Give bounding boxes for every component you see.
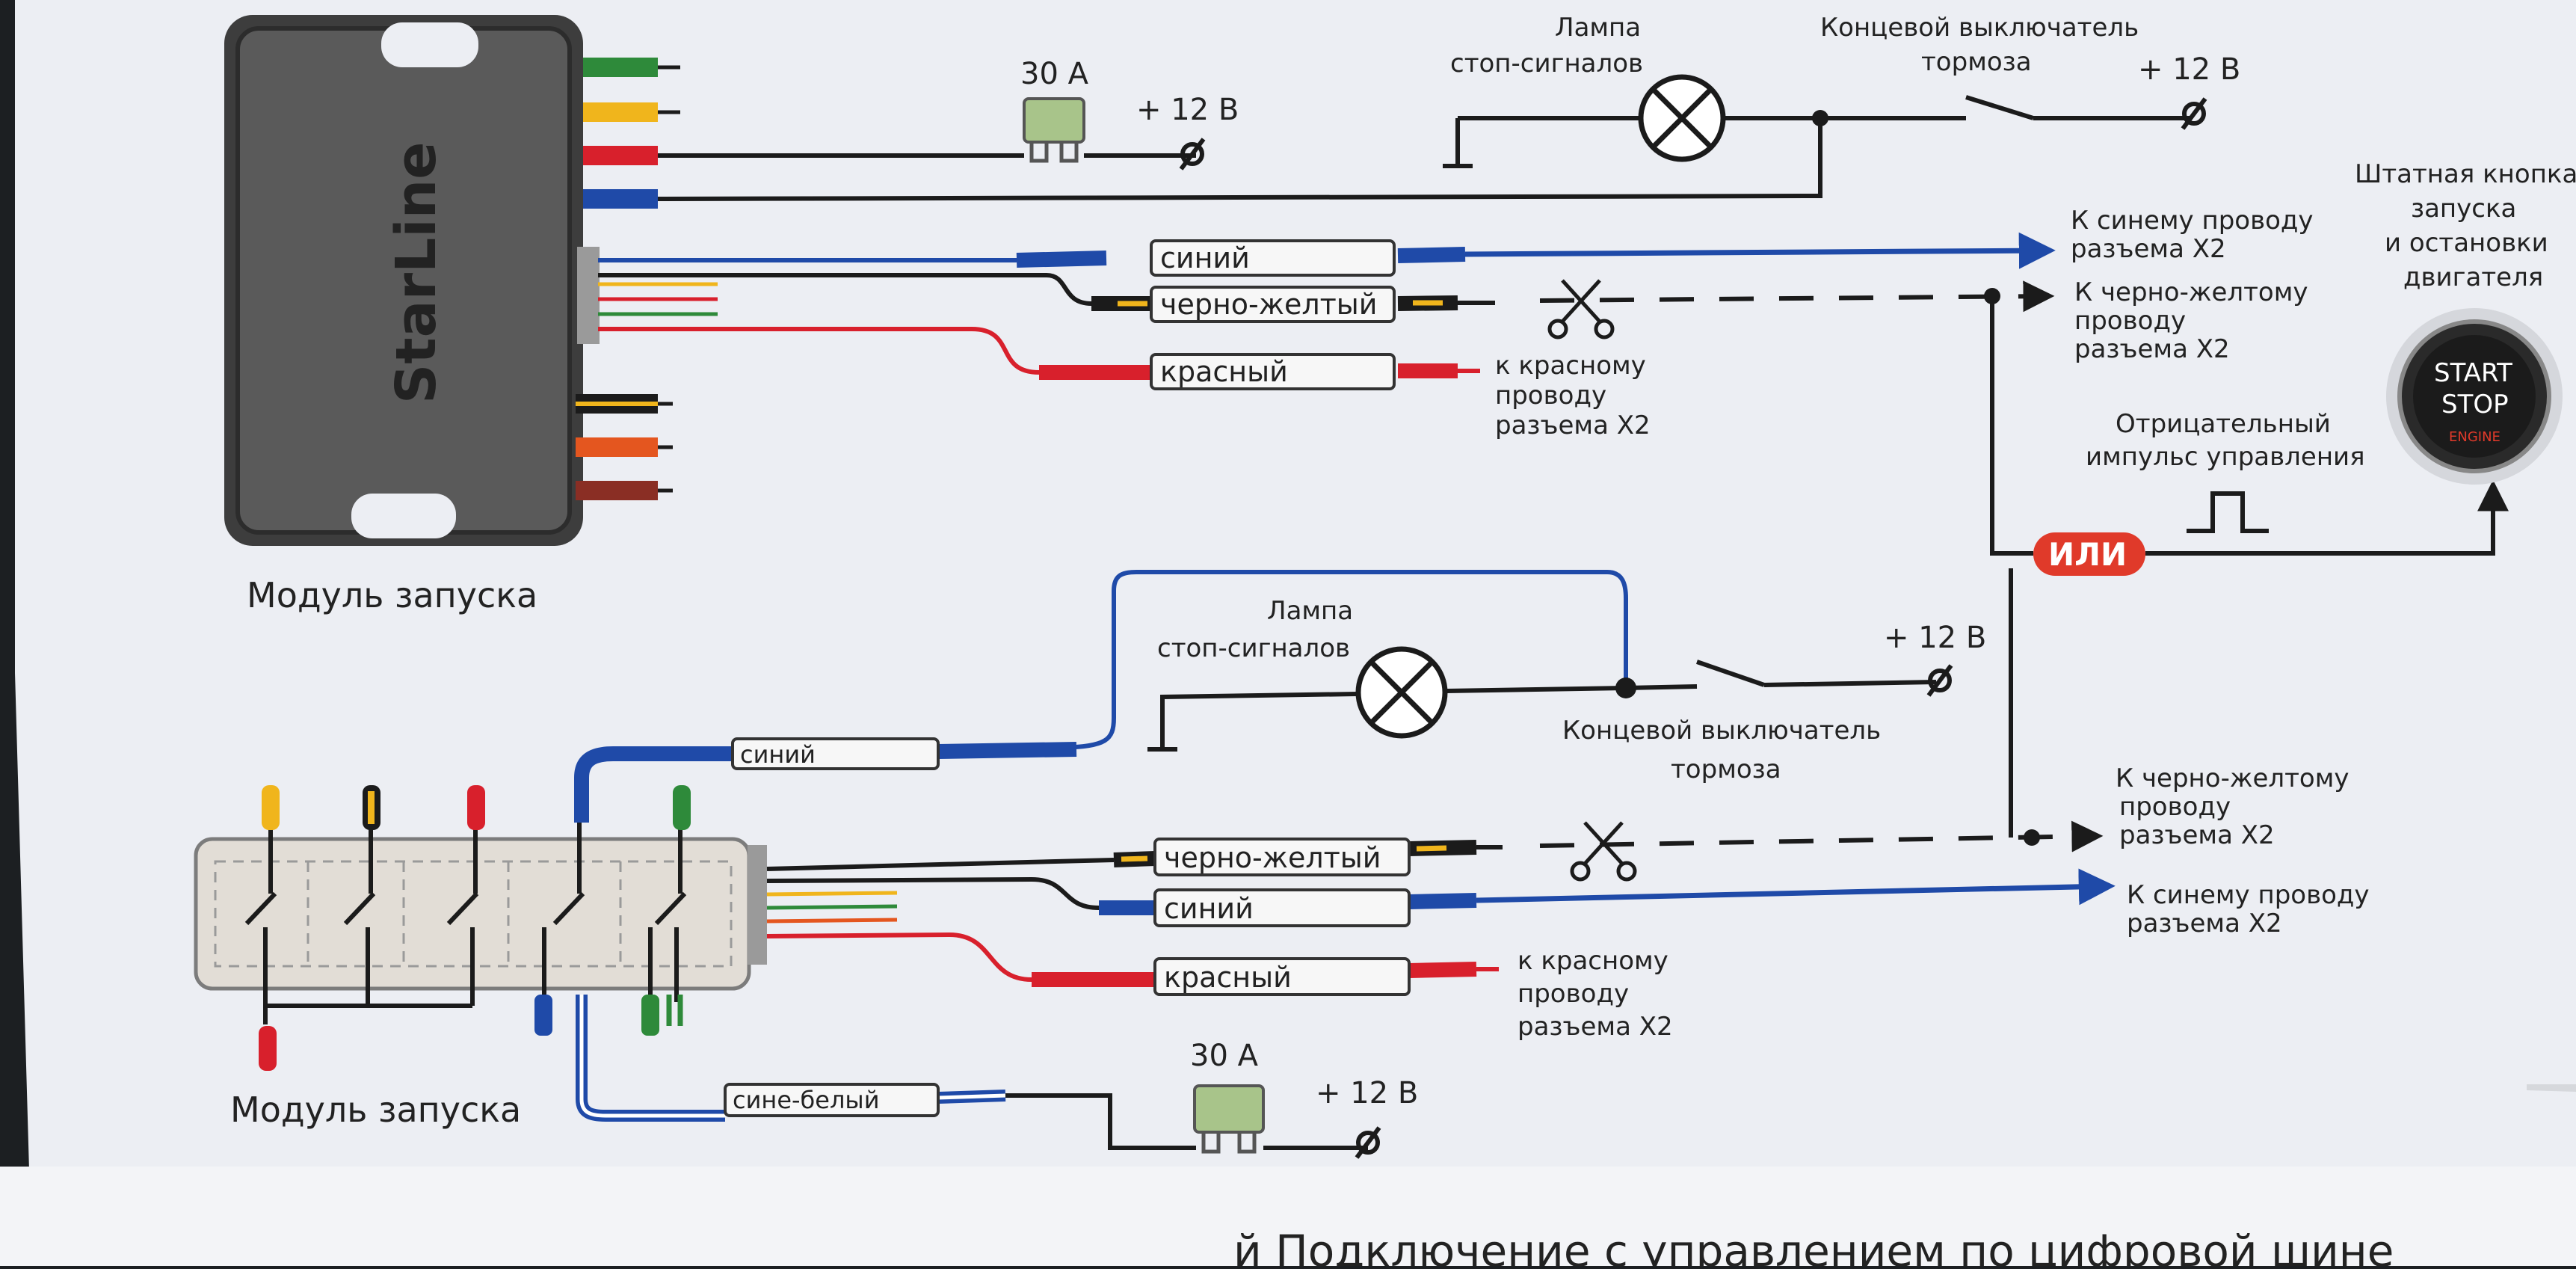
to-red-top-1: к красному bbox=[1495, 351, 1646, 381]
harness-top bbox=[598, 232, 2056, 380]
fuse-label-top: 30 A bbox=[1020, 57, 1089, 91]
button-engine-text: ENGINE bbox=[2449, 429, 2500, 445]
fuse-label-bottom: 30 A bbox=[1190, 1039, 1259, 1073]
fuse-30a-top bbox=[1023, 97, 1085, 144]
footer-caption: й Подключение с управлением по цифровой … bbox=[1233, 1226, 2394, 1266]
connector-top bbox=[577, 247, 718, 344]
relay-module-bottom bbox=[194, 837, 767, 991]
wire-label-blue-top: синий bbox=[1160, 242, 1250, 274]
to-by-top-1: К черно-желтому bbox=[2074, 277, 2308, 307]
button-stop-text: STOP bbox=[2441, 390, 2509, 420]
to-red-bottom-2: проводу bbox=[1517, 979, 1629, 1009]
power-wire-top: 30 A + 12 В bbox=[658, 57, 1239, 170]
button-label-4: двигателя bbox=[2403, 262, 2543, 292]
right-bus bbox=[1990, 296, 2509, 838]
switch-label-bottom-1: Концевой выключатель bbox=[1562, 716, 1881, 746]
to-by-bottom-2: проводу bbox=[2119, 792, 2231, 822]
button-start-text: START bbox=[2434, 358, 2512, 388]
brake-lamp-top bbox=[1638, 74, 1726, 162]
wire-label-blue-bottom-top: синий bbox=[740, 740, 816, 769]
to-blue-top-1: К синему проводу bbox=[2071, 206, 2314, 236]
scissors-icon-bottom bbox=[1570, 821, 1637, 882]
bluewhite-wire-bottom bbox=[576, 995, 1368, 1150]
switch-label-top-2: тормоза bbox=[1921, 47, 2032, 77]
scissors-icon-top bbox=[1547, 279, 1615, 339]
module-label-bottom: Модуль запуска bbox=[230, 1090, 521, 1130]
wire-label-blackyellow-top: черно-желтый bbox=[1160, 288, 1378, 321]
brake-circuit-bottom bbox=[1147, 660, 1937, 752]
button-label-3: и остановки bbox=[2385, 228, 2548, 258]
supply-label-fuse-top: + 12 В bbox=[1136, 93, 1239, 127]
ground-symbol-switch-top bbox=[2181, 97, 2207, 130]
or-badge: ИЛИ bbox=[2033, 532, 2145, 576]
brake-wire-top bbox=[657, 95, 2190, 201]
to-blue-bottom-1: К синему проводу bbox=[2127, 880, 2370, 910]
junction-dot-right-bottom bbox=[2024, 829, 2040, 846]
button-label-2: запуска bbox=[2411, 194, 2516, 224]
switch-label-top-1: Концевой выключатель bbox=[1820, 13, 2139, 43]
relay-pins-bottom bbox=[259, 785, 691, 1071]
ground-symbol-switch-bottom bbox=[1926, 664, 1953, 697]
lamp-label-bottom-2: стоп-сигналов bbox=[1157, 633, 1350, 663]
brake-lamp-bottom bbox=[1355, 646, 1448, 739]
harness-bottom bbox=[766, 820, 2116, 987]
wire-label-bluewhite: сине-белый bbox=[733, 1086, 879, 1114]
wire-label-red-top: красный bbox=[1160, 355, 1288, 388]
wire-label-blue-bottom: синий bbox=[1164, 892, 1254, 925]
brand-logo: StarLine bbox=[384, 142, 449, 405]
ground-symbol-fuse-top bbox=[1179, 138, 1206, 170]
junction-dot-bottom-switch bbox=[1615, 677, 1636, 698]
pin-stubs-top bbox=[658, 65, 680, 493]
to-by-top-2: проводу bbox=[2074, 306, 2186, 336]
to-blue-top-2: разъема X2 bbox=[2071, 234, 2226, 264]
wire-label-boxes-top bbox=[1150, 239, 1396, 390]
supply-label-switch-top: + 12 В bbox=[2138, 52, 2240, 87]
to-red-top-2: проводу bbox=[1495, 381, 1606, 411]
lamp-label-top-1: Лампа bbox=[1555, 13, 1641, 43]
blue-loop-bottom bbox=[574, 570, 1628, 823]
module-pins-top bbox=[576, 58, 658, 500]
to-red-bottom-3: разъема X2 bbox=[1517, 1012, 1673, 1042]
to-by-bottom-1: К черно-желтому bbox=[2116, 763, 2349, 793]
wire-label-box-bluewhite bbox=[724, 1083, 940, 1117]
pulse-label-2: импульс управления bbox=[2086, 442, 2365, 472]
to-by-bottom-3: разъема X2 bbox=[2119, 820, 2275, 850]
ground-symbol-fuse-bottom bbox=[1355, 1126, 1381, 1159]
supply-label-switch-bottom: + 12 В bbox=[1884, 621, 1986, 655]
button-label-1: Штатная кнопка bbox=[2355, 159, 2576, 189]
to-red-bottom-1: к красному bbox=[1517, 946, 1668, 976]
module-label-top: Модуль запуска bbox=[247, 575, 537, 615]
start-stop-button-icon: START STOP ENGINE bbox=[2386, 308, 2563, 485]
to-by-top-3: разъема X2 bbox=[2074, 334, 2230, 364]
wire-label-boxes-bottom bbox=[1153, 838, 1411, 996]
fuse-30a-bottom bbox=[1193, 1084, 1265, 1134]
junction-dot-top bbox=[1812, 110, 1828, 126]
wire-label-box-blue-bottom-top bbox=[731, 737, 940, 770]
wire-label-red-bottom: красный bbox=[1164, 961, 1292, 994]
to-blue-bottom-2: разъема X2 bbox=[2127, 909, 2282, 938]
supply-label-fuse-bottom: + 12 В bbox=[1316, 1076, 1418, 1110]
starline-module-top: StarLine bbox=[224, 15, 583, 546]
wire-label-blackyellow-bottom: черно-желтый bbox=[1164, 841, 1381, 874]
junction-dot-right-top bbox=[1984, 288, 2000, 304]
to-red-top-3: разъема X2 bbox=[1495, 411, 1651, 440]
svg-text:ИЛИ: ИЛИ bbox=[2048, 536, 2127, 573]
lamp-label-top-2: стоп-сигналов bbox=[1450, 49, 1643, 79]
lamp-label-bottom-1: Лампа bbox=[1267, 596, 1353, 626]
switch-label-bottom-2: тормоза bbox=[1671, 755, 1781, 784]
pulse-label-1: Отрицательный bbox=[2116, 409, 2331, 439]
